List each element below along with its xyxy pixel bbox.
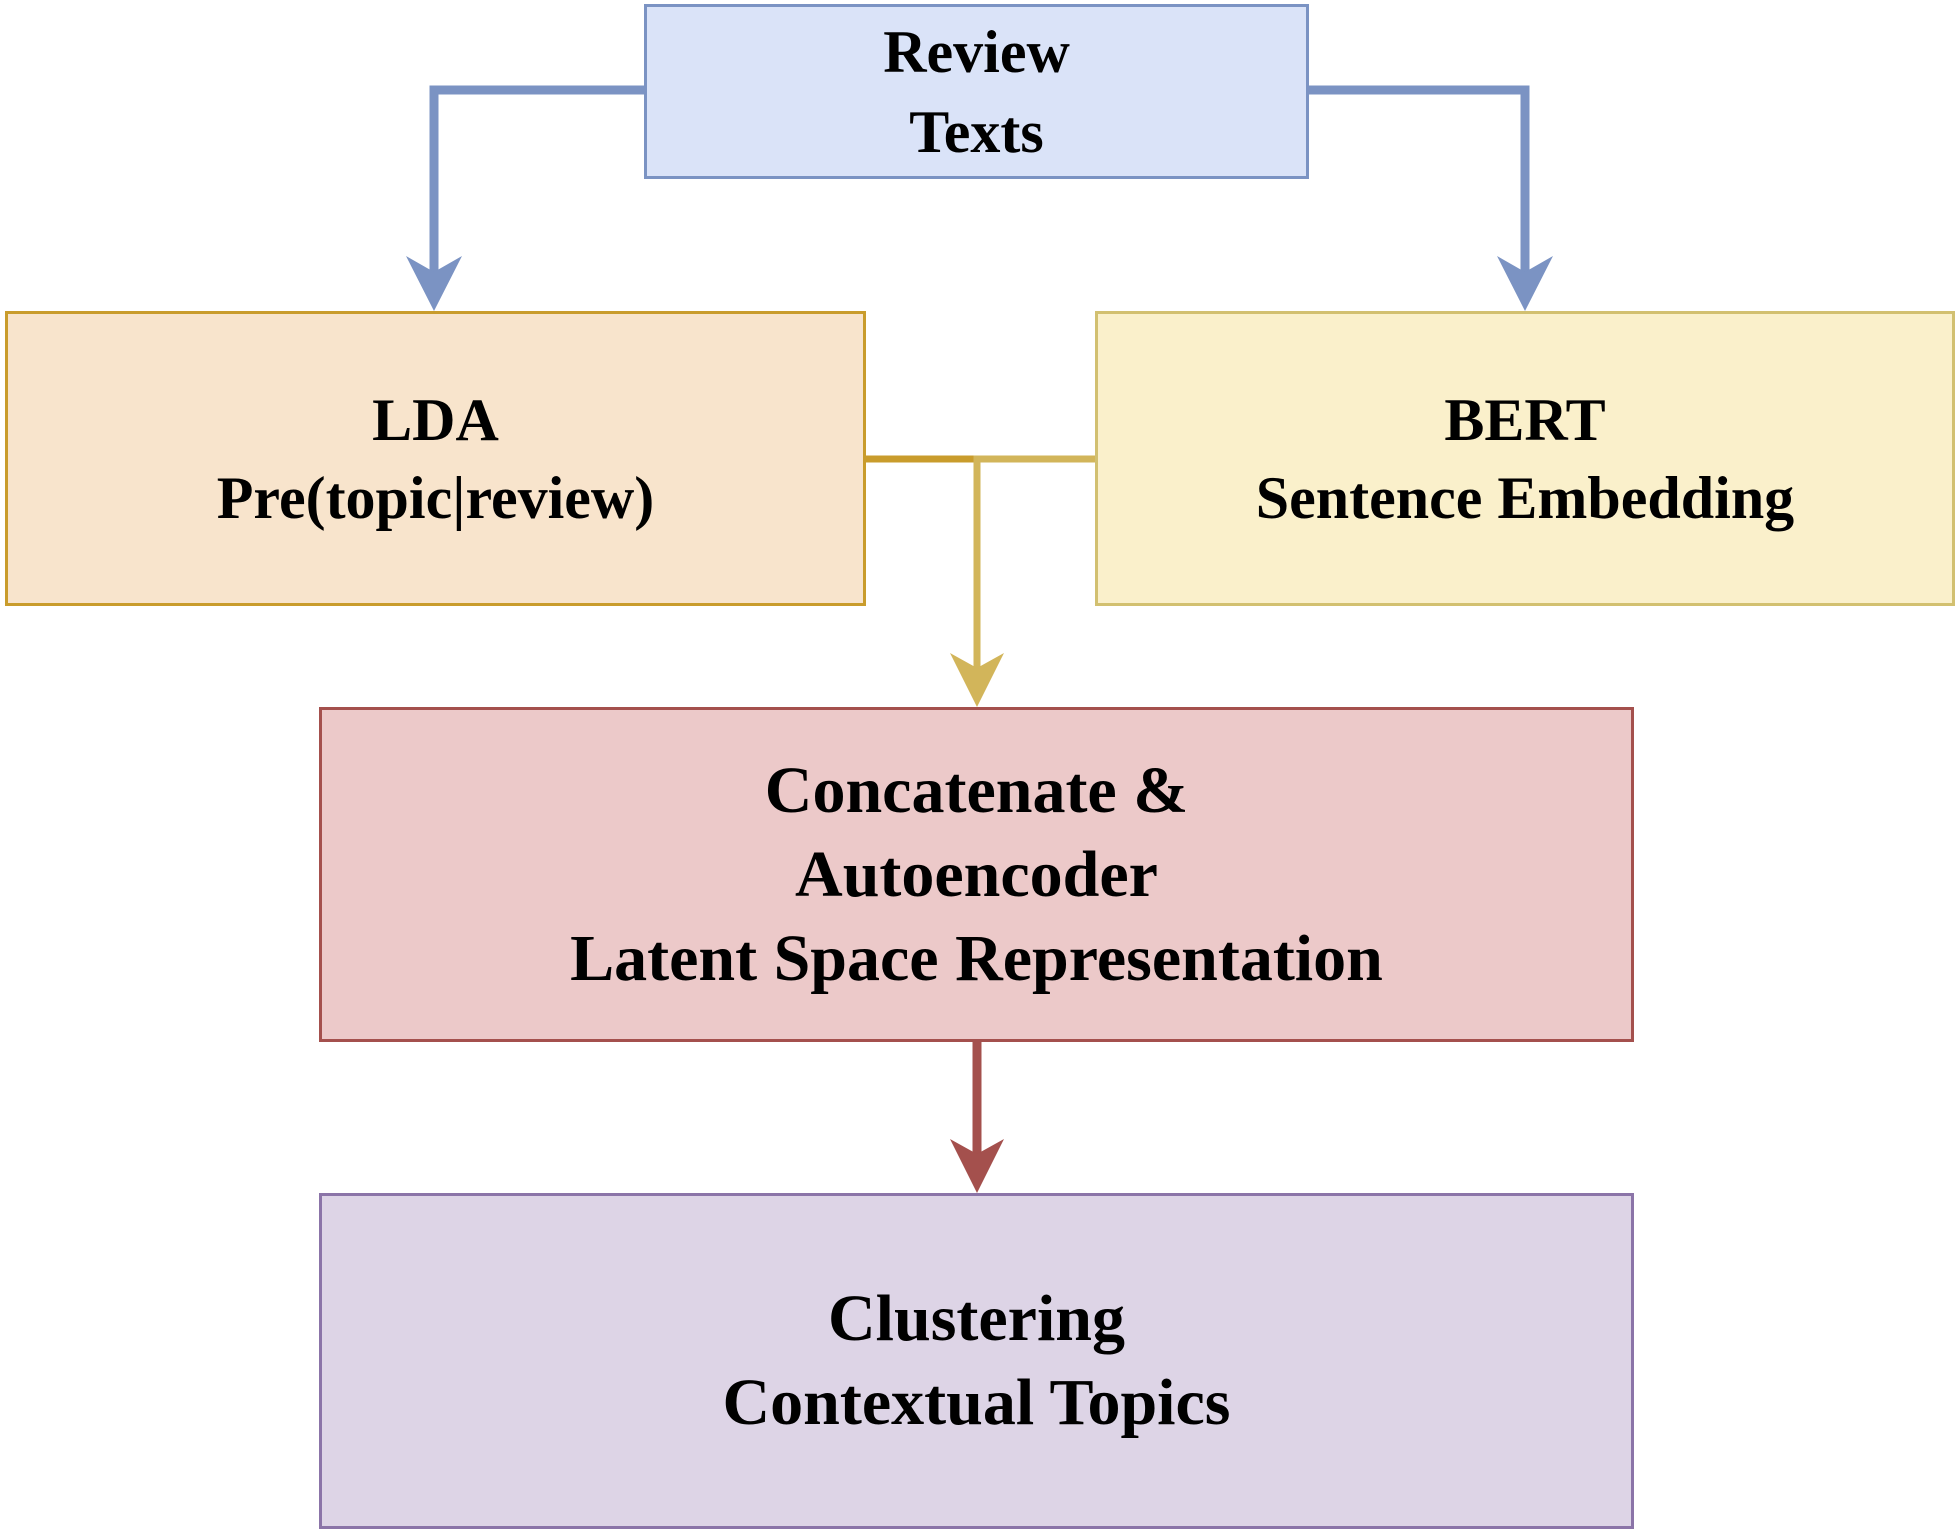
node-concat-line-2: Autoencoder xyxy=(795,837,1158,911)
edge-bert-to-concat xyxy=(973,455,1095,680)
node-lda: LDA Pre(topic|review) xyxy=(5,311,866,606)
node-bert-line-2: Sentence Embedding xyxy=(1255,464,1795,531)
node-bert-line-1: BERT xyxy=(1444,386,1606,453)
node-clustering: Clustering Contextual Topics xyxy=(319,1193,1634,1529)
arrowhead-concat-to-cluster xyxy=(950,1139,1004,1193)
node-concat-line-1: Concatenate & xyxy=(764,753,1189,827)
arrowhead-review-to-lda xyxy=(406,256,462,311)
node-lda-line-2: Pre(topic|review) xyxy=(216,464,655,531)
node-lda-line-1: LDA xyxy=(372,386,499,453)
arrowhead-to-concat xyxy=(950,653,1004,707)
edge-review-to-lda xyxy=(429,85,644,280)
node-cluster-line-1: Clustering xyxy=(828,1282,1125,1355)
node-concat-line-3: Latent Space Representation xyxy=(570,921,1383,995)
node-concatenate-autoencoder: Concatenate & Autoencoder Latent Space R… xyxy=(319,707,1634,1042)
node-review-texts-line-1: Review xyxy=(883,18,1070,85)
node-cluster-line-2: Contextual Topics xyxy=(722,1366,1231,1439)
node-review-texts: Review Texts xyxy=(644,4,1309,179)
node-bert: BERT Sentence Embedding xyxy=(1095,311,1955,606)
edge-review-to-bert xyxy=(1309,85,1530,280)
arrowhead-review-to-bert xyxy=(1497,256,1553,311)
node-review-texts-line-2: Texts xyxy=(909,98,1044,165)
